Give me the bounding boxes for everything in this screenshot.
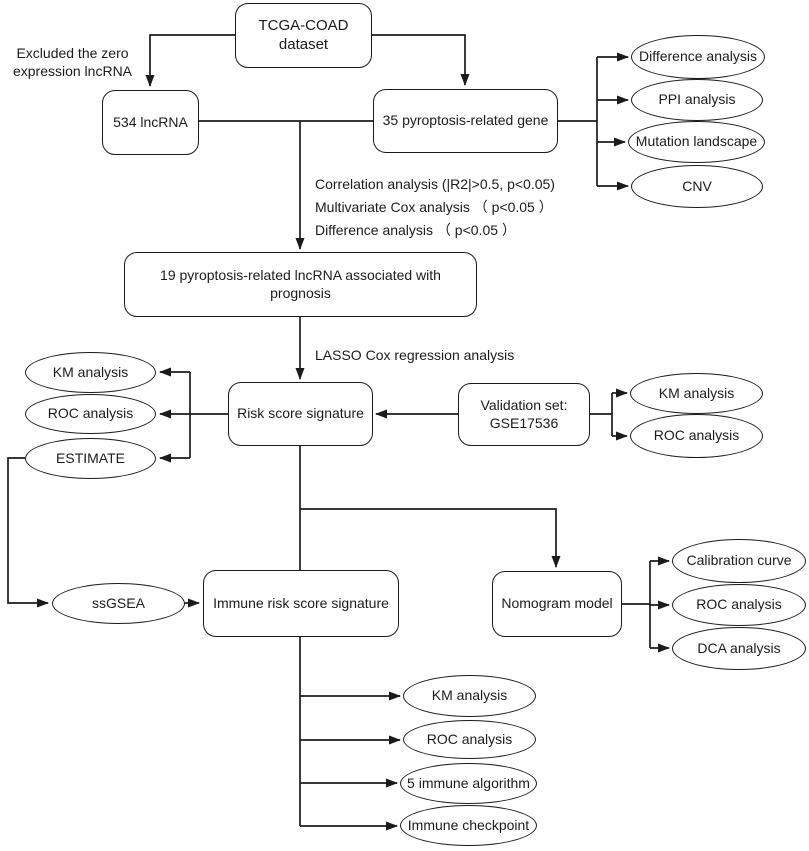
excluded-note-line2: expression lncRNA bbox=[12, 63, 133, 79]
edge-estimate-to-ssgsea bbox=[7, 457, 49, 608]
node-roc-analysis-left: ROC analysis bbox=[25, 394, 156, 434]
node-validation-set: Validation set: GSE17536 bbox=[458, 383, 590, 446]
edge-tcga-to-534-lncrna bbox=[145, 34, 235, 87]
lasso-cox-label: LASSO Cox regression analysis bbox=[315, 347, 515, 363]
node-roc-analysis-validation: ROC analysis bbox=[630, 414, 763, 458]
edge-branch-to-nomogram bbox=[300, 508, 561, 568]
validation-set-accession: GSE17536 bbox=[489, 414, 559, 431]
edge-tcga-to-35-genes bbox=[372, 34, 470, 86]
validation-set-label: Validation set: bbox=[480, 397, 568, 414]
node-estimate: ESTIMATE bbox=[25, 438, 156, 479]
node-km-analysis-validation: KM analysis bbox=[630, 373, 763, 414]
node-19-prognostic-lncrna: 19 pyroptosis-related lncRNA associated … bbox=[124, 252, 477, 317]
node-nomogram-model: Nomogram model bbox=[492, 571, 622, 637]
node-ssgsea: ssGSEA bbox=[52, 583, 185, 624]
node-difference-analysis-top: Difference analysis bbox=[631, 35, 765, 79]
node-cnv: CNV bbox=[631, 165, 763, 208]
node-dca-analysis: DCA analysis bbox=[672, 627, 806, 670]
node-35-pyroptosis-genes: 35 pyroptosis-related gene bbox=[373, 89, 558, 153]
node-roc-analysis-bottom: ROC analysis bbox=[403, 720, 536, 759]
node-km-analysis-left: KM analysis bbox=[25, 352, 156, 393]
node-immune-checkpoint: Immune checkpoint bbox=[400, 805, 537, 846]
node-ppi-analysis: PPI analysis bbox=[631, 79, 763, 121]
filter-criteria-note: Correlation analysis (|R2|>0.5, p<0.05) … bbox=[315, 173, 555, 242]
node-risk-score-signature: Risk score signature bbox=[228, 382, 373, 446]
node-immune-risk-score-signature: Immune risk score signature bbox=[203, 570, 399, 637]
node-roc-analysis-nomogram: ROC analysis bbox=[672, 584, 806, 626]
node-mutation-landscape: Mutation landscape bbox=[628, 121, 765, 163]
node-km-analysis-bottom: KM analysis bbox=[403, 675, 536, 717]
node-534-lncrna: 534 lncRNA bbox=[102, 90, 199, 155]
node-5-immune-algorithm: 5 immune algorithm bbox=[400, 763, 537, 804]
filter-criteria-difference: Difference analysis （ p<0.05 ） bbox=[315, 222, 516, 238]
excluded-note-line1: Excluded the zero bbox=[16, 45, 129, 61]
excluded-zero-expression-note: Excluded the zero expression lncRNA bbox=[10, 44, 135, 80]
node-calibration-curve: Calibration curve bbox=[672, 539, 806, 583]
node-tcga-coad-dataset: TCGA-COAD dataset bbox=[235, 3, 372, 68]
filter-criteria-correlation: Correlation analysis (|R2|>0.5, p<0.05) bbox=[315, 176, 555, 192]
filter-criteria-multivariate-cox: Multivariate Cox analysis （ p<0.05 ） bbox=[315, 199, 553, 215]
